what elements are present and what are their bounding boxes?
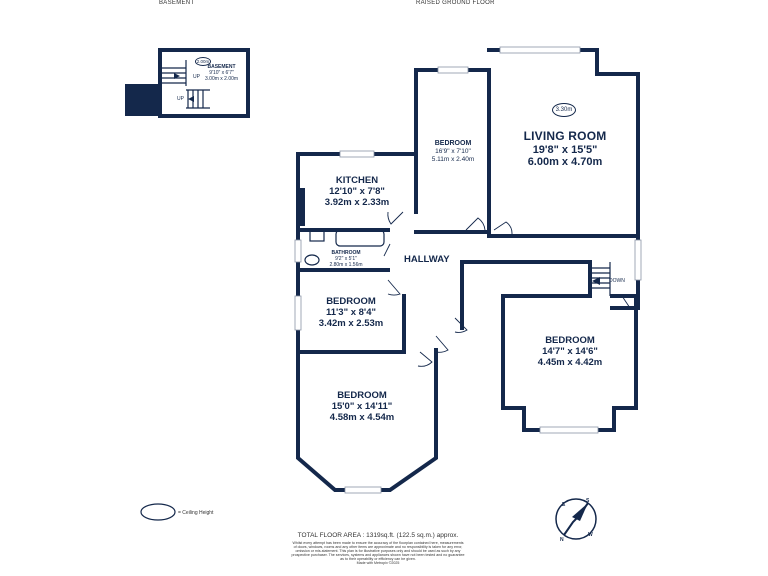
ground-down-label: DOWN xyxy=(609,278,625,284)
hallway-label: HALLWAY xyxy=(404,254,450,266)
total-floor-area: TOTAL FLOOR AREA : 1319sq.ft. (122.5 sq.… xyxy=(297,532,459,539)
bedroom-right-label: BEDROOM 14'7" x 14'6" 4.45m x 4.42m xyxy=(520,335,620,369)
compass-e: E xyxy=(562,502,566,508)
living-room-metric: 6.00m x 4.70m xyxy=(527,156,603,169)
ground-floor-walls xyxy=(296,48,640,492)
bathroom-metric: 2.80m x 1.56m xyxy=(329,261,363,268)
bathroom-imperial: 9'2" x 5'1" xyxy=(335,255,357,262)
disclaimer-line-4: prospective purchaser. The services, sys… xyxy=(291,553,465,557)
disclaimer-line-6: Made with Metropix ©2025 xyxy=(356,561,400,565)
disclaimer-line-1: Whilst every attempt has been made to en… xyxy=(292,541,464,545)
basement-up-label: UP xyxy=(193,74,200,80)
bedroom-mid-label: BEDROOM 11'3" x 8'4" 3.42m x 2.53m xyxy=(305,296,397,330)
kitchen-unit xyxy=(298,188,305,226)
basement-metric: 3.00m x 2.00m xyxy=(205,75,239,82)
compass-icon xyxy=(555,498,597,540)
toilet xyxy=(304,254,320,266)
living-room-ceiling-badge: 3.30m xyxy=(552,103,576,117)
doors xyxy=(383,211,631,367)
bathroom-label: BATHROOM 9'2" x 5'1" 2.80m x 1.56m xyxy=(318,250,374,268)
compass-w: W xyxy=(588,532,593,538)
disclaimer-line-2: of doors, windows, rooms and any other i… xyxy=(293,545,463,549)
footer: TOTAL FLOOR AREA : 1319sq.ft. (122.5 sq.… xyxy=(238,532,518,565)
kitchen-imperial: 12'10" x 7'8" xyxy=(329,185,385,197)
compass-s: S xyxy=(586,498,590,504)
ceiling-height-legend-icon xyxy=(140,503,176,521)
bedroom-bay-imperial: 15'0" x 14'11" xyxy=(331,400,393,412)
basin xyxy=(309,229,325,242)
basement-label: BASEMENT 9'10" x 6'7" 3.00m x 2.00m xyxy=(205,64,239,82)
bedroom-right-imperial: 14'7" x 14'6" xyxy=(542,345,598,357)
bedroom-mid-name: BEDROOM xyxy=(326,296,376,307)
bedroom-bay-metric: 4.58m x 4.54m xyxy=(329,411,395,423)
ground-floor-heading: RAISED GROUND FLOOR xyxy=(416,0,495,6)
bedroom-right-metric: 4.45m x 4.42m xyxy=(537,356,603,368)
bedroom-right-name: BEDROOM xyxy=(545,335,595,346)
windows xyxy=(294,46,642,494)
kitchen-label: KITCHEN 12'10" x 7'8" 3.92m x 2.33m xyxy=(312,175,402,209)
bedroom-small-name: BEDROOM xyxy=(434,140,472,147)
bedroom-small-metric: 5.11m x 2.40m xyxy=(431,155,475,163)
kitchen-name: KITCHEN xyxy=(335,175,379,186)
basement-stairs-lower xyxy=(186,89,210,109)
bedroom-small-imperial: 16'9" x 7'10" xyxy=(435,148,471,156)
living-room-imperial: 19'8" x 15'5" xyxy=(532,143,598,156)
basement-name: BASEMENT xyxy=(207,64,236,70)
stair-down-arrow-icon xyxy=(592,277,600,285)
hallway-name: HALLWAY xyxy=(404,254,450,265)
legend-text: = Ceiling Height xyxy=(178,510,214,516)
bathroom-name: BATHROOM xyxy=(331,250,361,256)
living-room-label: LIVING ROOM 19'8" x 15'5" 6.00m x 4.70m xyxy=(510,129,620,169)
bath-tub xyxy=(335,229,385,247)
compass-n: N xyxy=(560,537,564,543)
kitchen-metric: 3.92m x 2.33m xyxy=(324,196,390,208)
basement-imperial: 9'10" x 6'7" xyxy=(209,69,234,76)
living-room-name: LIVING ROOM xyxy=(523,129,607,143)
basement-walls xyxy=(158,48,250,118)
disclaimer-line-5: as to their operability or efficiency ca… xyxy=(340,557,416,561)
bedroom-small-label: BEDROOM 16'9" x 7'10" 5.11m x 2.40m xyxy=(418,140,488,163)
basement-heading: BASEMENT xyxy=(159,0,195,6)
bedroom-mid-imperial: 11'3" x 8'4" xyxy=(326,306,376,318)
basement-plan xyxy=(125,48,250,118)
stair-arrow-icon xyxy=(174,73,194,102)
basement-ceiling-badge: 2.00m xyxy=(195,57,211,66)
bedroom-bay-label: BEDROOM 15'0" x 14'11" 4.58m x 4.54m xyxy=(316,390,408,424)
bedroom-mid-metric: 3.42m x 2.53m xyxy=(318,317,384,329)
basement-ledge xyxy=(125,84,158,116)
basement-up-label-2: UP xyxy=(177,96,184,102)
bedroom-bay-name: BEDROOM xyxy=(337,390,387,401)
disclaimer-line-3: omission or mis-statement. This plan is … xyxy=(295,549,461,553)
